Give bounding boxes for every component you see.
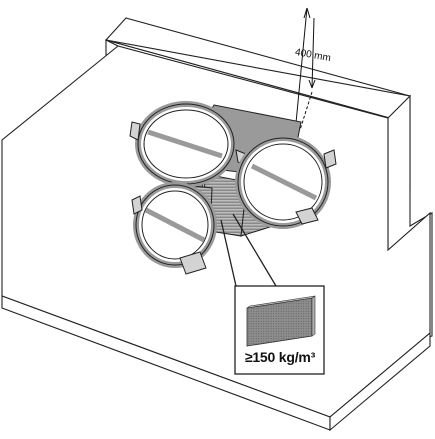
distance-dimension <box>295 7 316 131</box>
acoustic-mineral-wool-panel-icon <box>246 295 316 347</box>
callout-pointer <box>220 213 277 287</box>
duct-spigot-right <box>235 135 337 229</box>
density-label: ≥150 kg/m³ <box>244 349 316 365</box>
duct-spigot-top-left <box>129 101 247 187</box>
duct-spigot-bottom-left <box>131 182 217 275</box>
insulation-callout <box>234 285 325 375</box>
